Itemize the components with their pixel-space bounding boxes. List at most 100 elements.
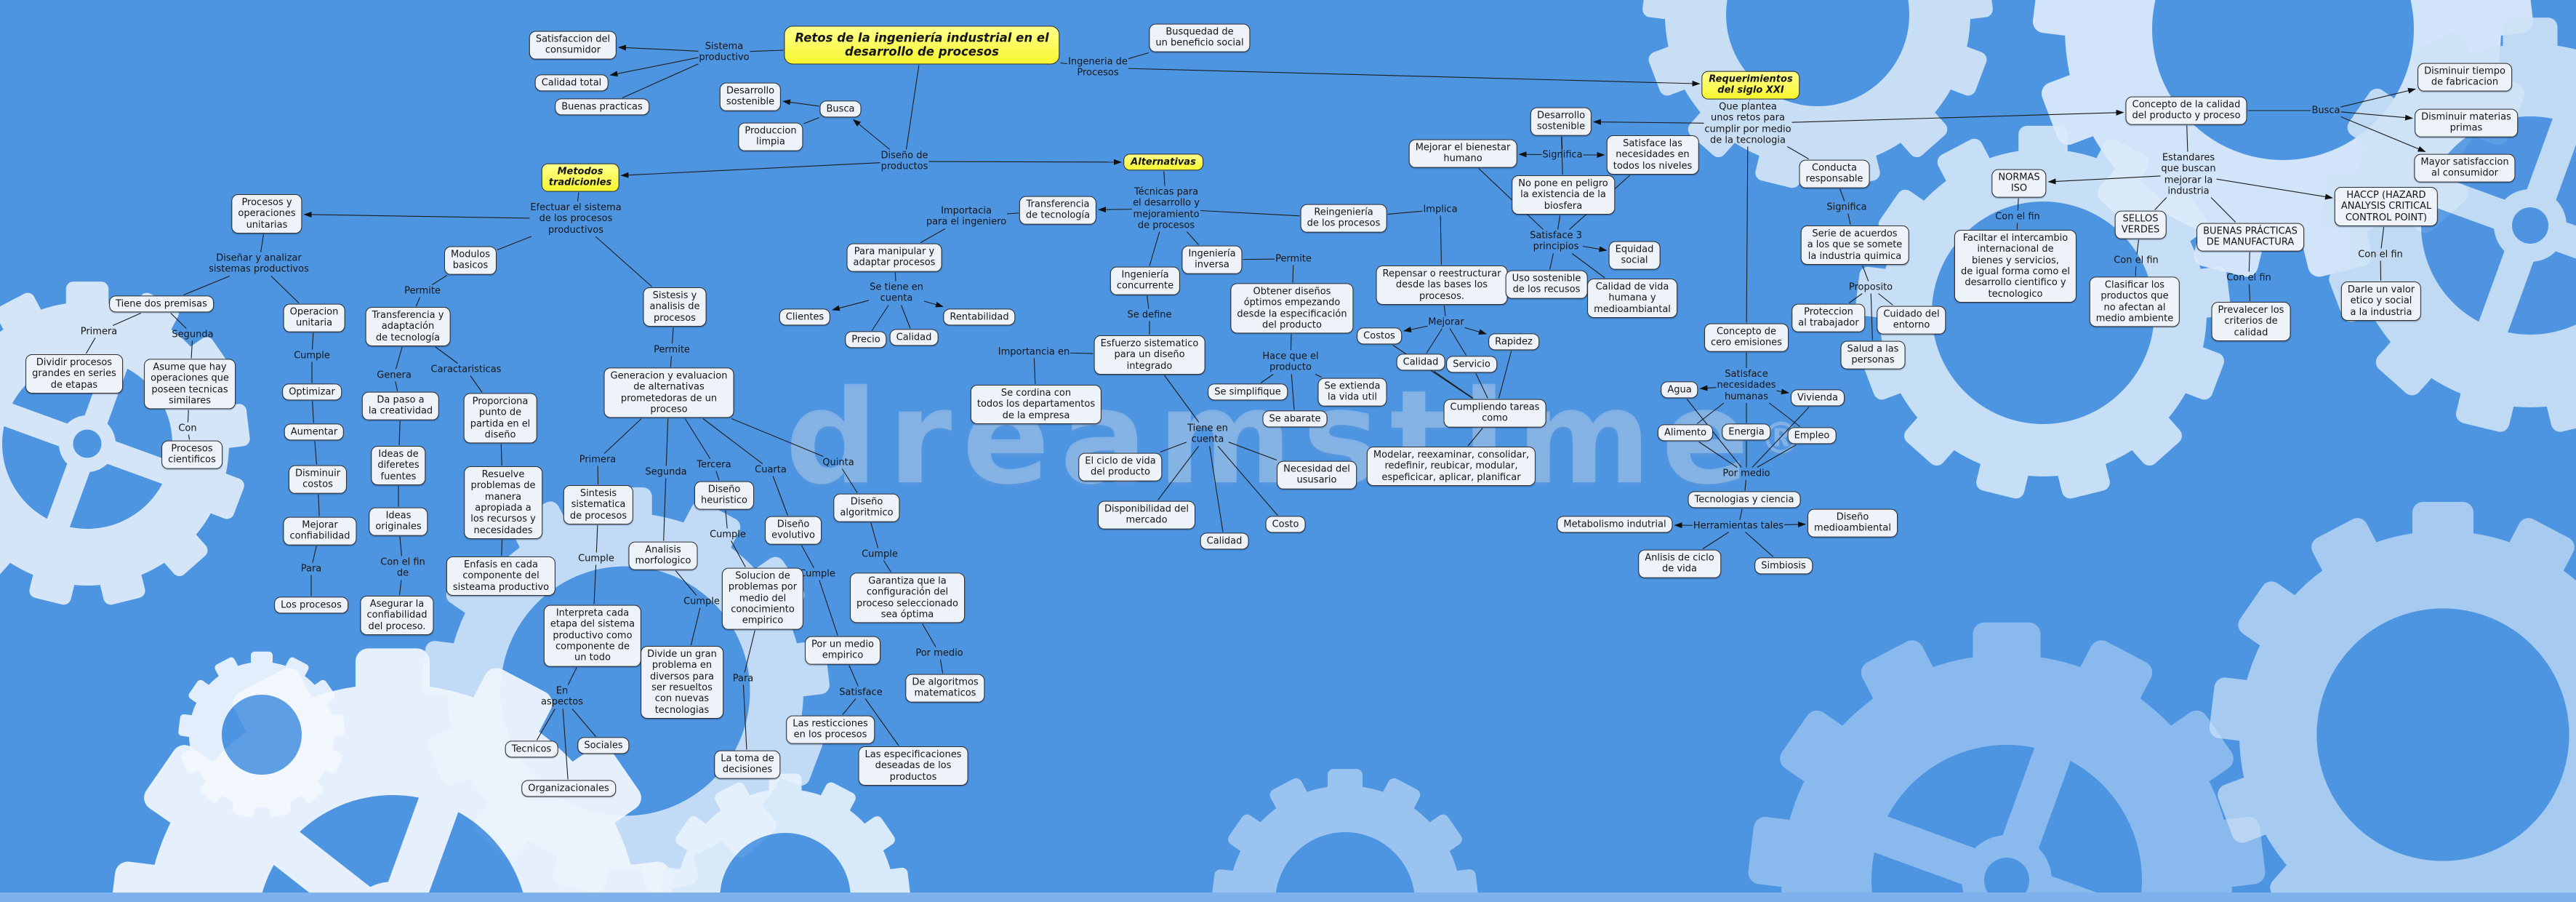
- node-equidad-social: Equidad social: [1608, 241, 1661, 270]
- node-se-define: Se define: [1127, 309, 1172, 321]
- edge-tecnologias-ciencia--herramientas-tales: [1739, 508, 1743, 520]
- edge-reingenieria--implica: [1387, 210, 1423, 215]
- edge-tecnicas-desarrollo--ingenieria-inversa: [1186, 231, 1199, 245]
- edge-vivienda--por-medio-2: [1752, 407, 1810, 468]
- edge-ingeneria-procesos--busquedad-beneficio: [1128, 52, 1149, 60]
- node-sociales: Sociales: [577, 737, 630, 754]
- edge-hace-que--se-abarate: [1291, 374, 1295, 410]
- node-energia: Energia: [1722, 423, 1771, 441]
- node-calidad-a: Calidad: [889, 329, 939, 346]
- node-produccion-limpia: Produccion limpia: [738, 122, 803, 151]
- node-quinta: Quinta: [822, 457, 854, 468]
- node-para-2: Para: [732, 673, 754, 685]
- edge-produccion-limpia--busca-1: [803, 117, 819, 124]
- edge-que-plantea--conducta-responsable: [1787, 146, 1809, 159]
- edge-servicio--cumpliendo-tareas: [1475, 373, 1488, 399]
- node-tecnicos: Tecnicos: [505, 741, 558, 758]
- edge-no-pone--satisface-3: [1557, 215, 1561, 230]
- node-cumpliendo-tareas: Cumpliendo tareas como: [1443, 399, 1546, 428]
- edge-mejorar-confiabilidad--para-1: [312, 546, 317, 563]
- node-empleo: Empleo: [1787, 427, 1837, 444]
- edge-disenar-analizar--operacion-unitaria: [270, 276, 300, 303]
- node-salud-personas: Salud a las personas: [1840, 340, 1906, 370]
- edge-cumple-4--solucion-problemas: [731, 540, 746, 567]
- bottom-strip: [0, 893, 2576, 902]
- node-proporciona-punto: Proporciona punto de partida en el diseñ…: [463, 393, 537, 444]
- edge-tecnicas-desarrollo--transferencia-tecnologia: [1098, 207, 1133, 213]
- node-desarrollo-sostenible-1: Desarrollo sostenible: [719, 82, 782, 111]
- edge-que-plantea--concepto-calidad: [1791, 109, 2124, 123]
- node-darle-valor: Darle un valor etico y social a la indus…: [2340, 282, 2422, 321]
- node-mayor-satisfaccion: Mayor satisfaccion al consumidor: [2414, 153, 2516, 183]
- node-por-medio-2: Por medio: [1722, 468, 1770, 479]
- edge-busca-2--disminuir-tiempo: [2340, 87, 2416, 108]
- gear-graphic: [1211, 769, 1479, 902]
- edge-que-plantea--concepto-cero: [1746, 146, 1749, 323]
- edge-title--diseno-productos: [905, 65, 920, 150]
- edge-metodos-tradicionles--efectuar-sistema: [577, 192, 579, 202]
- edge-mejorar-2--calidad-c: [1426, 328, 1443, 354]
- edge-desarrollo-sostenible-2--no-pone: [1561, 136, 1563, 175]
- edge-solucion-problemas--para-2: [744, 630, 755, 673]
- node-ingenieria-concurrente: Ingeniería concurrente: [1110, 266, 1181, 295]
- edge-transferencia-tecnologia--importacia-ingeniero: [1006, 212, 1019, 215]
- edge-por-medio-2--tecnologias-ciencia: [1744, 479, 1746, 491]
- edge-calidad-c--cumpliendo-tareas: [1433, 371, 1474, 399]
- edge-alimento--por-medio-2: [1698, 442, 1738, 468]
- edge-en-aspectos--sociales: [571, 709, 596, 737]
- node-busquedad-beneficio: Busquedad de un beneficio social: [1149, 23, 1251, 52]
- edge-sistema-productivo--satisfaccion-consumidor: [618, 44, 699, 52]
- node-con-el-fin-2: Con el fin: [2114, 255, 2159, 266]
- edge-que-plantea--desarrollo-sostenible-2: [1593, 119, 1704, 125]
- edge-implica--repensar: [1440, 215, 1443, 266]
- node-con-el-fin-3: Con el fin: [2226, 272, 2271, 284]
- node-alternativas: Alternativas: [1123, 153, 1203, 171]
- edge-efectuar-sistema--procesos-operaciones: [303, 212, 530, 219]
- edge-con-el-fin-3--prevalecer: [2248, 284, 2251, 302]
- edge-tecnicas-desarrollo--ingenieria-concurrente: [1149, 231, 1160, 266]
- node-sistesis-analisis: Sistesis y analisis de procesos: [643, 287, 707, 327]
- node-busca-1: Busca: [819, 100, 862, 118]
- edge-diseno-productos--alternativas: [928, 159, 1122, 165]
- node-ingeneria-procesos: Ingeneria de Procesos: [1068, 56, 1128, 79]
- node-satisfaccion-consumidor: Satisfaccion del consumidor: [529, 31, 617, 60]
- edge-generacion-evaluacion--tercera: [684, 418, 711, 459]
- node-satisface-3: Satisface 3 principios: [1530, 230, 1582, 252]
- node-aumentar: Aumentar: [284, 423, 345, 441]
- edge-se-tiene-cuenta--calidad-a: [900, 305, 911, 329]
- edge-cuarta--diseno-evolutivo: [772, 476, 788, 516]
- node-busca-2: Busca: [2311, 105, 2340, 116]
- edge-tiene-en-cuenta-2--necesidad-ususario: [1228, 442, 1277, 461]
- node-importacia-ingeniero: Importacia para el ingeniero: [926, 205, 1007, 228]
- edge-rapidez--cumpliendo-tareas: [1498, 351, 1512, 399]
- node-enfasis: Enfasis en cada componente del sisteama …: [446, 556, 556, 596]
- node-segunda-2: Segunda: [645, 466, 687, 478]
- node-diseno-productos: Diseño de productos: [880, 150, 928, 172]
- node-calidad-total: Calidad total: [534, 74, 609, 92]
- node-modulos-basicos: Modulos basicos: [444, 246, 497, 275]
- edge-generacion-evaluacion--cuarta: [702, 418, 763, 464]
- node-resticciones: Las resticciones en los procesos: [786, 715, 875, 744]
- edge-tecnicas-desarrollo--reingenieria: [1200, 209, 1300, 217]
- node-uso-sostenible: Uso sostenible de los recusos: [1505, 270, 1588, 299]
- edge-sistesis-analisis--permite-2: [672, 327, 674, 344]
- node-procesos-cientificos: Procesos cientificos: [161, 440, 222, 469]
- edge-disminuir-costos--mejorar-confiabilidad: [318, 494, 320, 516]
- node-se-abarate: Se abarate: [1262, 410, 1328, 428]
- node-repensar: Repensar o reestructurar desde las bases…: [1376, 266, 1508, 305]
- gear-graphic: [1748, 622, 2266, 902]
- node-se-cordina: Se cordina con todos los departamentos d…: [970, 385, 1102, 424]
- gear-graphic: [2032, 0, 2534, 277]
- node-obtener-disenos: Obtener diseños óptimos empezando desde …: [1230, 283, 1354, 334]
- node-disponibilidad-mercado: Disponibilidad del mercado: [1097, 500, 1196, 530]
- node-serie-acuerdos: Serie de acuerdos a los que se somete la…: [1800, 226, 1909, 265]
- edge-por-un-medio--satisface-1: [848, 665, 859, 687]
- node-ideas-diferetes: Ideas de diferetes fuentes: [371, 446, 426, 485]
- node-satisface-necesidades: Satisface necesidades humanas: [1717, 369, 1776, 402]
- node-solucion-problemas: Solucion de problemas por medio del cono…: [721, 567, 804, 630]
- node-permite-2: Permite: [654, 344, 690, 356]
- edge-satisface-3--calidad-vida: [1571, 253, 1605, 279]
- node-tiene-en-cuenta-2: Tiene en cuenta: [1187, 423, 1228, 445]
- edge-alternativas--tecnicas-desarrollo: [1163, 171, 1165, 186]
